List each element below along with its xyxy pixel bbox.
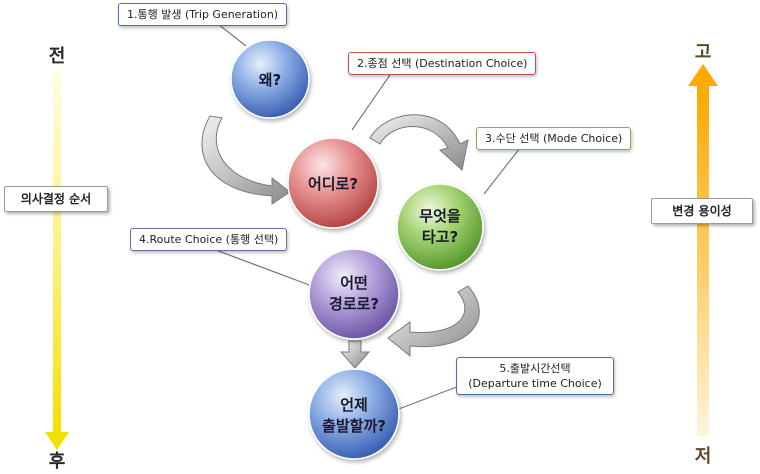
question-why: 왜? bbox=[259, 71, 282, 89]
callout-route-choice-text: 4.Route Choice (통행 선택) bbox=[139, 233, 279, 246]
question-what-line1: 무엇을 bbox=[419, 207, 461, 225]
callout-departure-time-line2: (Departure time Choice) bbox=[468, 377, 602, 390]
question-when-line2: 출발할까? bbox=[322, 417, 386, 435]
callout-destination-choice-text: 2.종점 선택 (Destination Choice) bbox=[357, 57, 528, 70]
question-what-line2: 타고? bbox=[422, 228, 458, 246]
leader-4 bbox=[204, 245, 313, 287]
flow-arrows bbox=[201, 114, 480, 369]
leader-2 bbox=[351, 71, 393, 131]
callout-trip-generation-text: 1.통행 발생 (Trip Generation) bbox=[127, 8, 279, 21]
decision-order-arrow bbox=[45, 72, 69, 450]
leader-1 bbox=[217, 23, 247, 47]
decision-order-end: 후 bbox=[49, 451, 66, 472]
leader-5 bbox=[395, 384, 463, 411]
callout-mode-choice-text: 3.수단 선택 (Mode Choice) bbox=[485, 132, 623, 145]
ease-of-change-label: 변경 용이성 bbox=[651, 198, 753, 224]
arrow-what-to-route bbox=[387, 285, 480, 358]
circle-where bbox=[287, 137, 379, 229]
callout-route-choice: 4.Route Choice (통행 선택) bbox=[130, 228, 288, 251]
callout-trip-generation: 1.통행 발생 (Trip Generation) bbox=[118, 3, 288, 26]
callout-departure-time: 5.출발시간선택 (Departure time Choice) bbox=[456, 357, 614, 395]
ease-of-change-arrow bbox=[688, 64, 718, 436]
callout-leaders bbox=[204, 23, 521, 411]
circle-route bbox=[308, 248, 400, 340]
leader-3 bbox=[483, 147, 521, 195]
circle-when bbox=[308, 368, 400, 460]
question-route-line2: 경로로? bbox=[329, 295, 379, 313]
callout-destination-choice: 2.종점 선택 (Destination Choice) bbox=[348, 52, 537, 75]
decision-order-label: 의사결정 순서 bbox=[4, 186, 108, 212]
callout-departure-time-line1: 5.출발시간선택 bbox=[499, 362, 571, 375]
circle-what bbox=[396, 183, 484, 271]
ease-of-change-low: 저 bbox=[695, 446, 712, 467]
ease-of-change-high: 고 bbox=[695, 42, 712, 63]
question-where: 어디로? bbox=[308, 175, 358, 193]
callout-mode-choice: 3.수단 선택 (Mode Choice) bbox=[476, 127, 632, 150]
circle-why bbox=[230, 39, 310, 119]
arrow-where-to-what bbox=[369, 114, 469, 171]
question-when-line1: 언제 bbox=[340, 396, 368, 414]
question-route-line1: 어떤 bbox=[340, 274, 368, 292]
decision-order-start: 전 bbox=[49, 46, 66, 67]
arrow-route-to-when bbox=[339, 340, 371, 369]
arrow-why-to-where bbox=[201, 115, 291, 205]
